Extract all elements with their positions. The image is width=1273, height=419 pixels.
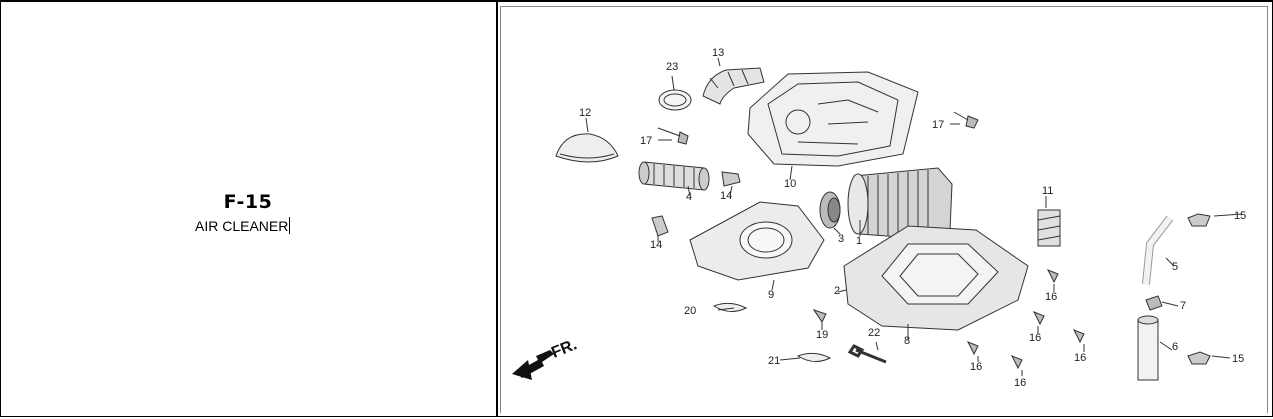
figure-name-field[interactable]: AIR CLEANER	[195, 217, 291, 234]
callout-16b: 16	[1029, 332, 1041, 344]
callouts: 1 2 3 4 5 6 7 8 9 10 11 12 13 14 14 15 1…	[579, 47, 1246, 389]
callout-3: 3	[838, 233, 844, 245]
diagram-svg: FR. 1 2 3 4 5 6 7 8 9 10 11 12 13 14 14 …	[512, 47, 1246, 389]
callout-20: 20	[684, 305, 696, 317]
callout-7: 7	[1180, 300, 1186, 312]
callout-16c: 16	[1074, 352, 1086, 364]
callout-15a: 15	[1234, 210, 1246, 222]
callout-17b: 17	[932, 119, 944, 131]
callout-16d: 16	[970, 361, 982, 373]
callout-17a: 17	[640, 135, 652, 147]
direction-arrow: FR.	[512, 336, 579, 380]
callout-23: 23	[666, 61, 678, 73]
diagram-border	[500, 6, 1268, 413]
callout-1: 1	[856, 235, 862, 247]
callout-11: 11	[1042, 185, 1053, 197]
callout-6: 6	[1172, 341, 1178, 353]
text-cursor	[289, 217, 291, 234]
callout-2: 2	[834, 285, 840, 297]
callout-16e: 16	[1014, 377, 1026, 389]
callout-12: 12	[579, 107, 591, 119]
cell-divider	[496, 0, 498, 416]
figure-name: AIR CLEANER	[195, 218, 289, 234]
callout-22: 22	[868, 327, 880, 339]
figure-code: F-15	[223, 191, 273, 213]
callout-9: 9	[768, 289, 774, 301]
callout-21: 21	[768, 355, 780, 367]
callout-14b: 14	[650, 239, 662, 251]
exploded-diagram: FR. 1 2 3 4 5 6 7 8 9 10 11 12 13 14 14 …	[498, 4, 1268, 414]
callout-16a: 16	[1045, 291, 1057, 303]
callout-10: 10	[784, 178, 796, 190]
callout-19: 19	[816, 329, 828, 341]
callout-15b: 15	[1232, 353, 1244, 365]
part-cap-shape	[555, 133, 619, 163]
callout-14a: 14	[720, 190, 732, 202]
callout-8: 8	[904, 335, 910, 347]
title-cell: F-15 AIR CLEANER	[0, 0, 496, 416]
callout-5: 5	[1172, 261, 1178, 273]
callout-4: 4	[686, 191, 692, 203]
callout-13: 13	[712, 47, 724, 59]
